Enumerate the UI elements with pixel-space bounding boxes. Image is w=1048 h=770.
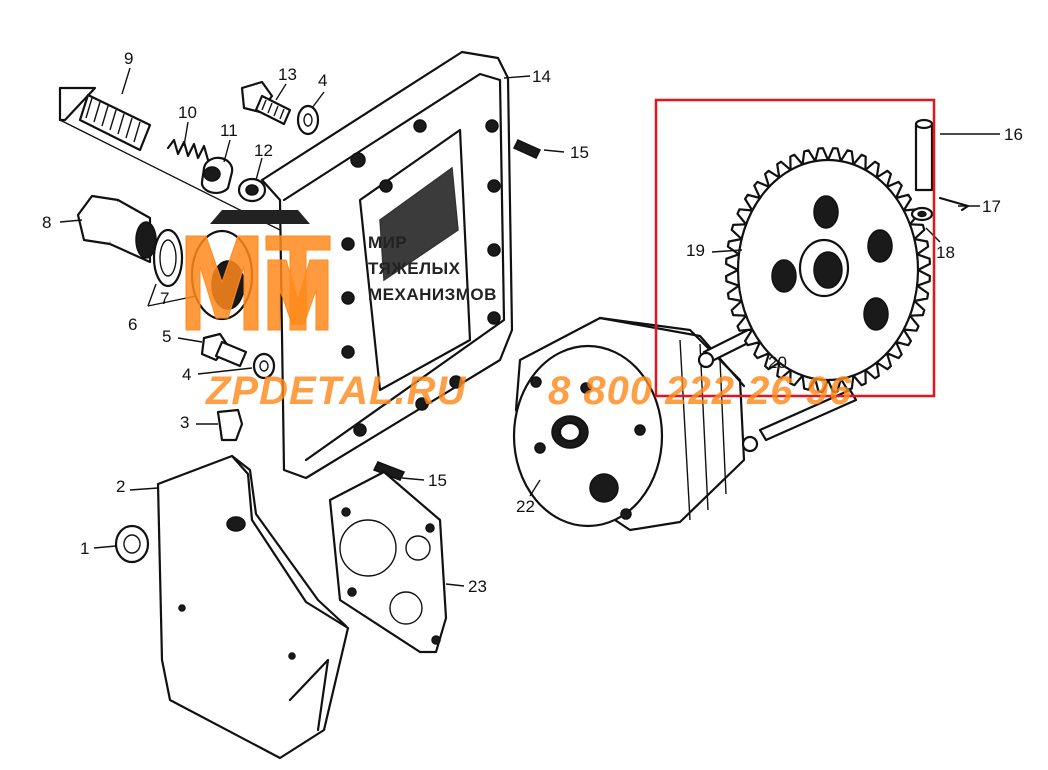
callout-4-top: 4	[318, 71, 327, 90]
callout-2: 2	[116, 477, 125, 496]
callout-6: 6	[128, 315, 137, 334]
part-15-pin-top	[512, 139, 542, 159]
company-logo: МИР ТЯЖЕЛЫХ МЕХАНИЗМОВ	[185, 210, 497, 331]
callout-18: 18	[936, 243, 955, 262]
callout-5: 5	[162, 327, 171, 346]
callout-15-top: 15	[570, 143, 589, 162]
callout-23: 23	[468, 577, 487, 596]
highlight-frame	[654, 98, 936, 398]
callout-22: 22	[516, 497, 535, 516]
callout-labels: 9 10 11 12 13 4 14 15 16 17 18 19 20 8 7…	[42, 49, 1023, 596]
part-1-seal	[114, 524, 150, 564]
bolt-icon	[240, 80, 292, 126]
callout-16: 16	[1004, 125, 1023, 144]
callout-11: 11	[220, 121, 238, 140]
part-3-plug	[216, 408, 244, 442]
part-4-washer-top	[296, 104, 320, 136]
callout-13: 13	[278, 65, 297, 84]
callout-19: 19	[686, 241, 705, 260]
callout-12: 12	[254, 141, 273, 160]
callout-15-lower: 15	[428, 471, 447, 490]
part-11-valve	[200, 156, 234, 195]
gear-icon	[725, 147, 931, 393]
washer-icon	[237, 177, 267, 203]
part-10-spring	[166, 138, 210, 162]
gasket-icon	[328, 470, 448, 654]
callout-14: 14	[532, 67, 551, 86]
part-18-washer	[910, 206, 934, 222]
part-2-bracket	[156, 454, 350, 760]
callout-3: 3	[180, 413, 189, 432]
logo-line-3: МЕХАНИЗМОВ	[368, 285, 497, 304]
callout-8: 8	[42, 213, 51, 232]
watermark-site: ZPDETAL.RU	[205, 369, 466, 413]
leader-lines	[59, 67, 1000, 587]
callout-17: 17	[982, 197, 1001, 216]
part-14-cover-plate	[260, 50, 514, 480]
nut-icon	[76, 194, 157, 264]
callout-7: 7	[160, 289, 169, 308]
callout-20: 20	[768, 353, 787, 372]
logo-line-2: ТЯЖЕЛЫХ	[368, 259, 461, 278]
part-17-clip	[938, 196, 970, 212]
part-4-washer-lower	[252, 352, 276, 380]
part-5-bolt	[200, 332, 248, 368]
part-16-shaft	[914, 118, 934, 192]
callout-9: 9	[124, 49, 133, 68]
callout-1: 1	[80, 539, 89, 558]
callout-4-lower: 4	[182, 365, 191, 384]
logo-line-1: МИР	[368, 233, 407, 252]
part-22-pump-housing	[512, 316, 746, 532]
watermark-phone: 8 800 222 26 96	[548, 369, 852, 413]
part-15-pin-lower	[372, 461, 406, 481]
callout-10: 10	[178, 103, 197, 122]
